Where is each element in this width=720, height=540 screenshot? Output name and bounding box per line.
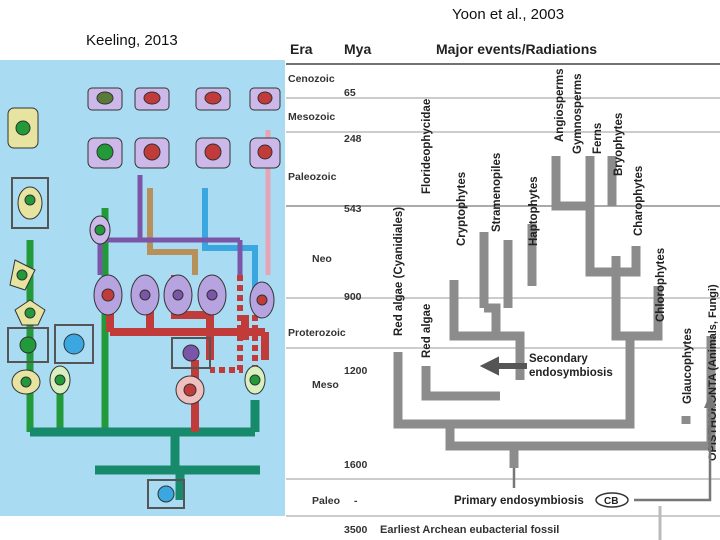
era-paleo: Paleo: [312, 495, 340, 507]
glaucophyte-cell-icon: [244, 365, 266, 395]
label-chlorophytes: Chlorophytes: [655, 248, 667, 322]
cb-label: CB: [604, 496, 618, 507]
dinoflagellate-2-cell-icon: [249, 137, 281, 169]
era-mesozoic: Mesozoic: [288, 111, 335, 123]
label-bryophytes: Bryophytes: [613, 113, 625, 176]
secondary-label-line2: endosymbiosis: [529, 367, 613, 379]
primary-label: Primary endosymbiosis: [454, 495, 584, 507]
mya-tick-543: 543: [344, 203, 362, 215]
plastid-evolution-diagram: [0, 60, 285, 516]
boxed-green-cells-icon: [7, 327, 49, 363]
lineage-labels: Angiosperms Gymnosperms Ferns Bryophytes…: [393, 69, 719, 462]
label-gymnosperms: Gymnosperms: [572, 73, 584, 154]
era-meso: Meso: [312, 379, 339, 391]
bottom-event-label: Earliest Archean eubacterial fossil: [380, 524, 559, 536]
mya-tick-248: 248: [344, 133, 362, 145]
label-florideophycidae: Florideophycidae: [421, 99, 433, 194]
organism-icons: [7, 87, 281, 509]
secondary-label-line1: Secondary: [529, 353, 588, 365]
chromerid-cell-icon: [195, 137, 231, 169]
mya-tick-dash: -: [354, 495, 358, 507]
tree-connectors: [393, 156, 716, 468]
purple-protist-icons: [93, 274, 275, 319]
dinoflagellate-cell-icon: [195, 87, 231, 111]
primary-pathway-lines: [512, 396, 712, 502]
blue-lineage-line: [202, 188, 258, 300]
era-proterozoic: Proterozoic: [288, 327, 346, 339]
mya-tick-1600: 1600: [344, 459, 368, 471]
lineage-tubes: [390, 57, 719, 426]
cryptophyte-small-icon: [89, 215, 111, 245]
chlorarachniophyte-star-icon: [14, 299, 46, 326]
era-paleozoic: Paleozoic: [288, 171, 337, 183]
mya-tick-3500: 3500: [344, 524, 368, 536]
cb-arrow-head: [704, 394, 716, 408]
boxed-purple-cell-icon: [171, 337, 211, 369]
land-plant-cell-icon: [11, 369, 41, 395]
purple-lineage-lines: [97, 175, 243, 275]
euglenid-green-icon: [9, 259, 36, 291]
label-haptophytes: Haptophytes: [528, 176, 540, 246]
primary-host-boxed-icon: [147, 479, 185, 509]
timeline-tree-diagram: Era Mya Major events/Radiations Cenozoic…: [286, 41, 720, 540]
era-cenozoic: Cenozoic: [288, 73, 335, 85]
primary-lineage-lines: [30, 400, 260, 500]
label-angiosperms: Angiosperms: [554, 69, 566, 143]
label-cryptophytes: Cryptophytes: [456, 172, 468, 246]
mya-tick-900: 900: [344, 291, 362, 303]
cryptophyte-cell-icon: [87, 87, 123, 111]
tan-lineage-line: [147, 188, 198, 275]
label-ferns: Ferns: [592, 123, 604, 154]
apicomplexan-cell-icon: [134, 87, 170, 111]
mya-header: Mya: [344, 41, 371, 57]
label-glaucophytes: Glaucophytes: [682, 328, 694, 404]
label-red-algae-cyanidiales: Red algae (Cyanidiales): [393, 207, 405, 336]
haptophyte-cell-icon: [87, 137, 123, 169]
era-header: Era: [290, 41, 313, 57]
left-caption: Keeling, 2013: [86, 32, 178, 49]
events-header: Major events/Radiations: [436, 41, 597, 57]
green-alga-boxed-icon: [11, 177, 49, 229]
cb-badge: [595, 492, 629, 508]
euglenid-cell-icon: [249, 87, 281, 111]
secondary-endosymbiosis-arrow: [479, 356, 527, 376]
chlorarachniophyte-cell-icon: [7, 107, 39, 149]
label-charophytes: Charophytes: [633, 166, 645, 236]
red-alga-cell-icon: [175, 375, 205, 405]
right-caption: Yoon et al., 2003: [452, 6, 565, 23]
mya-tick-1200: 1200: [344, 365, 368, 377]
mya-tick-65: 65: [344, 87, 356, 99]
label-stramenopiles: Stramenopiles: [491, 153, 503, 232]
era-neo: Neo: [312, 253, 332, 265]
label-red-algae: Red algae: [421, 304, 433, 358]
boxed-blue-cell-icon: [54, 324, 94, 364]
stramenopile-cell-icon: [134, 137, 170, 169]
green-alga-cell-icon: [49, 365, 71, 395]
